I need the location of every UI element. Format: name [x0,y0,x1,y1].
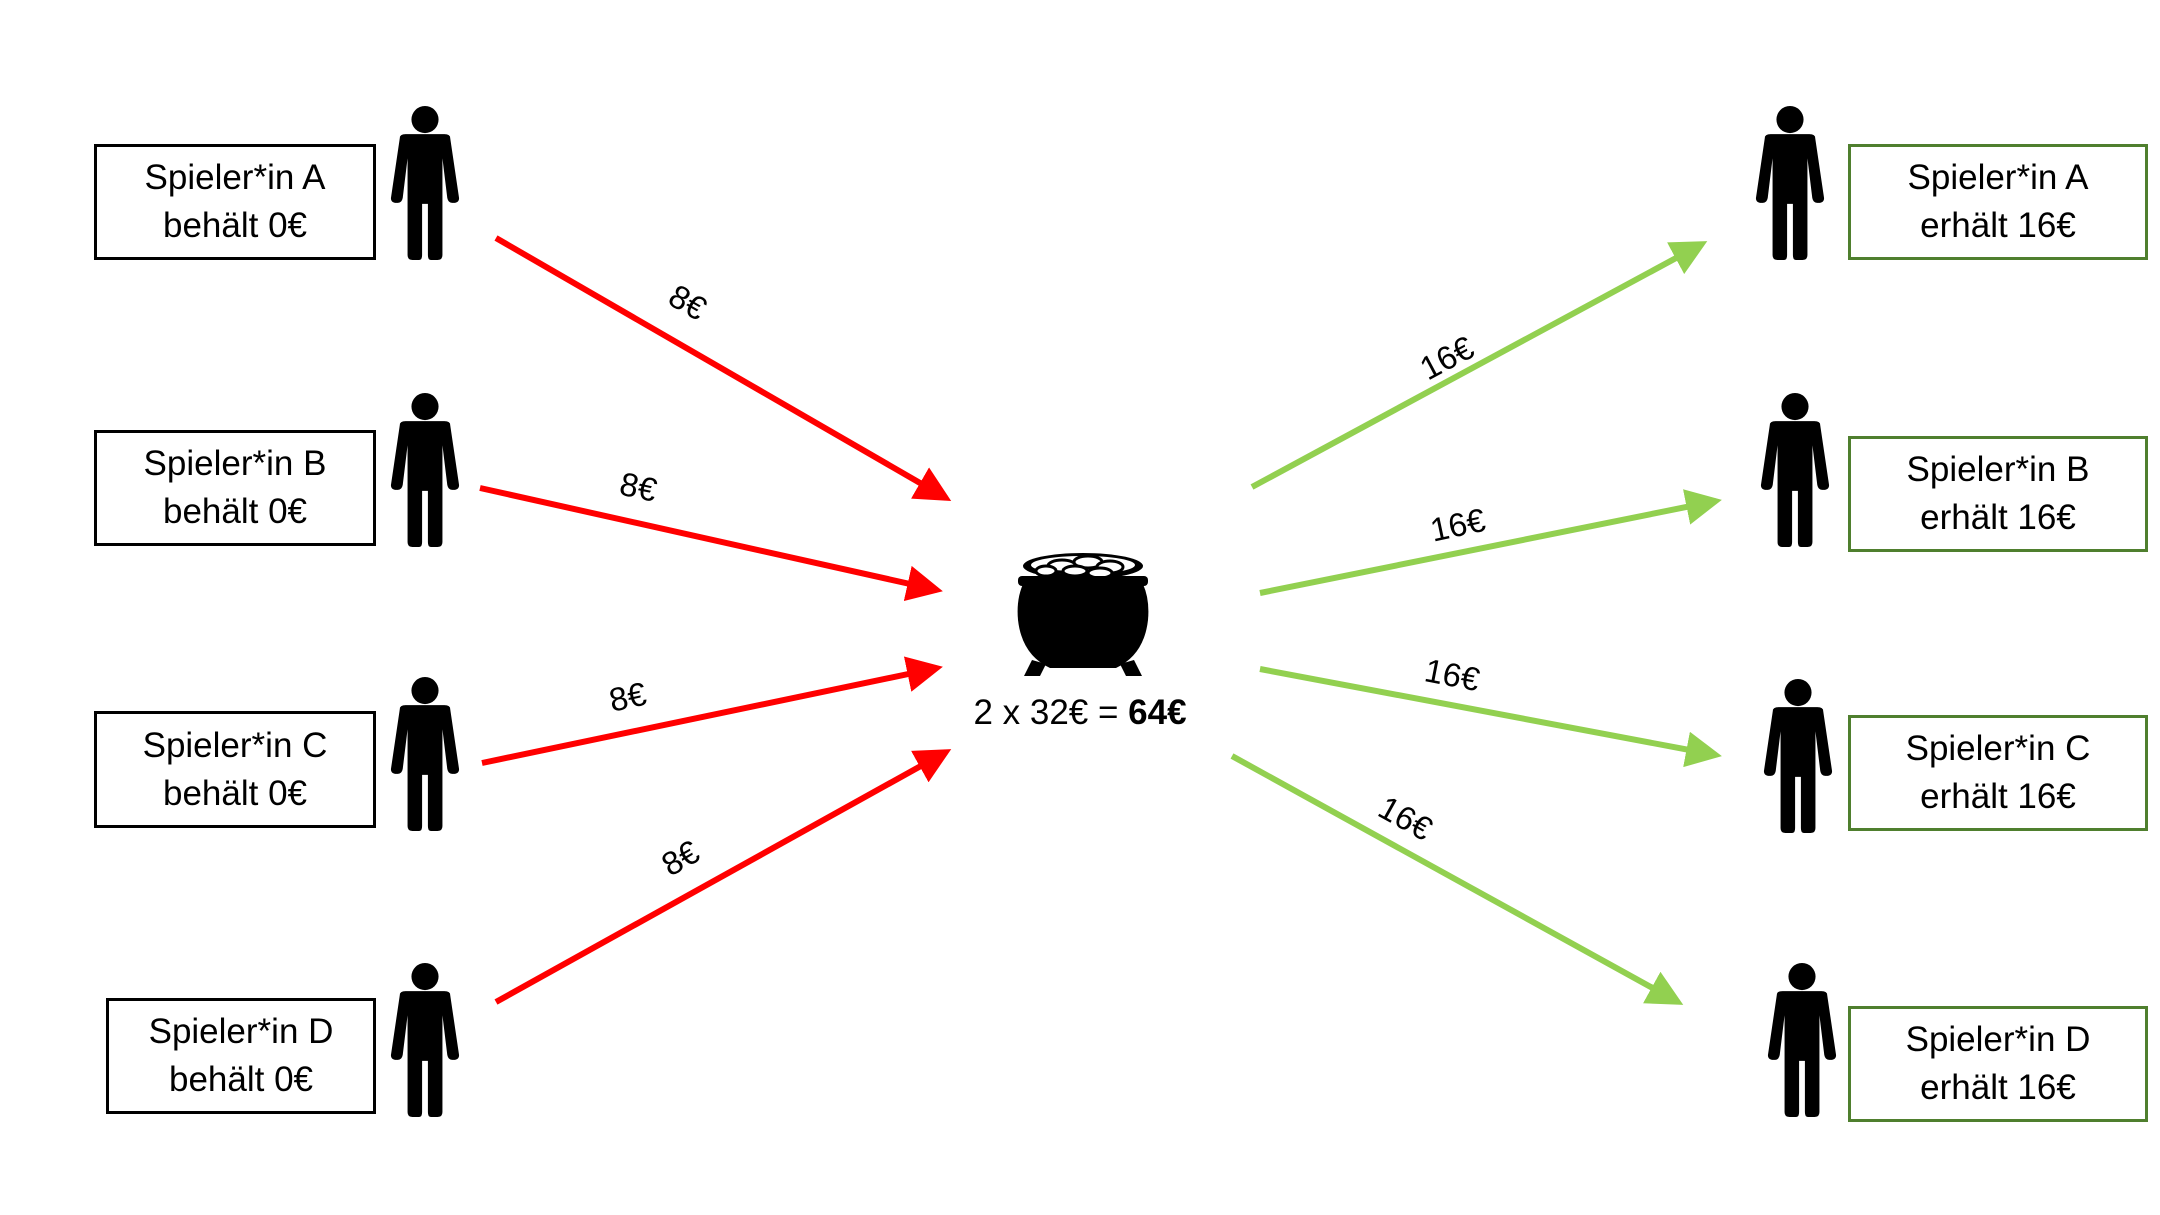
player-amount: erhält 16€ [1920,206,2076,245]
player-name: Spieler*in B [143,444,327,483]
player-name: Spieler*in D [1905,1020,2091,1059]
person-icon [390,392,460,547]
player-name: Spieler*in A [1907,158,2089,197]
person-icon [390,962,460,1117]
player-amount: behält 0€ [162,206,308,245]
contribution-arrow-b [479,485,943,602]
payout-label-a: 16€ [1414,329,1480,388]
contribution-arrow-d [494,749,952,1005]
person-icon [390,105,460,260]
payout-arrow-b [1259,489,1722,596]
contribution-label-a: 8€ [663,277,713,327]
contribution-label-b: 8€ [617,465,661,509]
pot-formula: 2 x 32€ = [973,693,1129,732]
contribution-arrow-c [481,656,943,766]
player-box-right-a: Spieler*in A erhält 16€ [1848,144,2148,260]
payout-arrow-a [1250,241,1708,490]
player-box-left-d: Spieler*in D behält 0€ [106,998,376,1114]
player-amount: behält 0€ [162,773,308,813]
player-box-left-a: Spieler*in A behält 0€ [94,144,376,260]
player-amount: behält 0€ [168,1060,314,1099]
pot-total: 64€ [1128,693,1187,732]
player-amount: erhält 16€ [1920,1068,2076,1107]
player-box-left-c: Spieler*in C behält 0€ [94,711,376,828]
pot-total-caption: 2 x 32€ = 64€ [930,693,1230,733]
player-amount: erhält 16€ [1920,498,2076,537]
player-amount: behält 0€ [162,492,308,531]
payout-arrow-c [1259,666,1722,768]
player-box-right-b: Spieler*in B erhält 16€ [1848,436,2148,552]
person-icon [1767,962,1837,1117]
player-name: Spieler*in C [142,725,328,765]
player-box-right-d: Spieler*in D erhält 16€ [1848,1006,2148,1122]
player-box-right-c: Spieler*in C erhält 16€ [1848,715,2148,831]
contribution-label-c: 8€ [606,675,650,719]
person-icon [1760,392,1830,547]
player-name: Spieler*in A [144,158,326,197]
contribution-arrow-a [494,235,952,502]
player-box-left-b: Spieler*in B behält 0€ [94,430,376,546]
player-name: Spieler*in D [148,1012,334,1051]
person-icon [390,676,460,831]
payout-arrow-d [1230,753,1684,1005]
payout-label-c: 16€ [1422,651,1483,698]
player-amount: erhält 16€ [1920,777,2076,816]
payout-label-b: 16€ [1427,501,1489,549]
person-icon [1763,678,1833,833]
person-icon [1755,105,1825,260]
player-name: Spieler*in B [1906,450,2090,489]
contribution-label-d: 8€ [655,833,705,883]
player-name: Spieler*in C [1905,729,2091,768]
pot-of-coins-icon [1017,553,1149,676]
